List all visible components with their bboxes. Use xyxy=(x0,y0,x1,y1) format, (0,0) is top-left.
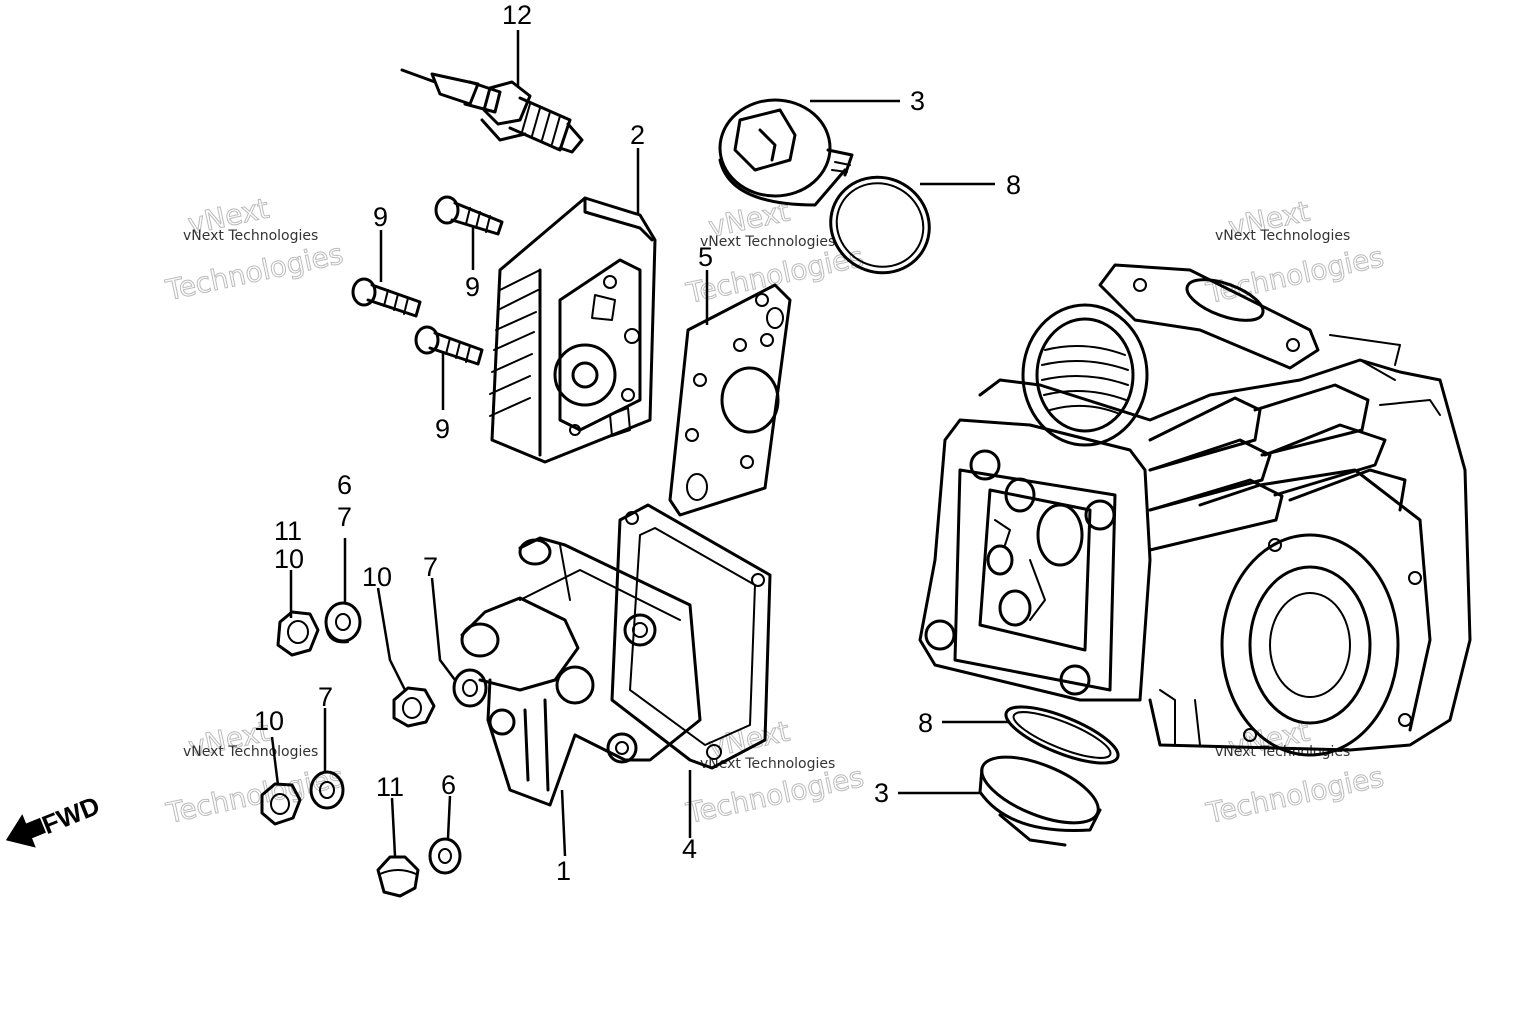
callout-12: 12 xyxy=(502,0,532,30)
bolt-middle xyxy=(351,277,422,318)
callout-11-a: 11 xyxy=(274,516,302,546)
callout-numbers: 12 2 3 8 9 9 9 5 6 7 11 10 10 7 10 7 11 … xyxy=(254,0,1021,886)
callout-3-top: 3 xyxy=(910,86,925,116)
nut-10-11-upper xyxy=(276,610,320,657)
washer-6-7-upper xyxy=(324,601,362,644)
callout-8-bottom: 8 xyxy=(918,708,933,738)
callout-10-b: 10 xyxy=(362,562,392,592)
tappet-cap-top xyxy=(718,98,854,207)
cylinder-head-gasket xyxy=(610,503,772,770)
bolt-lower xyxy=(414,325,484,366)
fwd-direction-arrow: FWD xyxy=(5,790,104,848)
watermark-text: vNext Technologies xyxy=(183,744,318,760)
callout-10-a: 10 xyxy=(274,544,304,574)
o-ring-bottom xyxy=(1004,705,1120,765)
callout-7-b: 7 xyxy=(423,552,438,582)
leader-lines xyxy=(270,30,1010,857)
watermark-left-bottom: vNext Technologies xyxy=(162,714,347,830)
watermark-text: vNext Technologies xyxy=(700,756,835,772)
o-ring-top xyxy=(829,175,931,275)
cylinder-head-assembly xyxy=(918,263,1472,757)
svg-text:Technologies: Technologies xyxy=(1203,240,1387,310)
washer-7-lower xyxy=(309,770,345,810)
watermark-right-bottom: vNext Technologies xyxy=(1202,714,1387,830)
svg-text:Technologies: Technologies xyxy=(163,760,347,830)
spark-plug xyxy=(400,68,584,154)
callout-7-a: 7 xyxy=(337,502,352,532)
nut-10-middle xyxy=(392,686,436,728)
cylinder-head-cover xyxy=(489,196,657,464)
watermark-text: vNext Technologies xyxy=(700,234,835,250)
callout-6-b: 6 xyxy=(441,770,456,800)
watermark-right-top: vNext Technologies xyxy=(1202,194,1387,310)
callout-9-a: 9 xyxy=(373,202,388,232)
callout-5: 5 xyxy=(698,242,713,272)
washer-7-middle xyxy=(452,668,488,708)
callout-3-bottom: 3 xyxy=(874,778,889,808)
callout-2: 2 xyxy=(630,120,645,150)
callout-6-a: 6 xyxy=(337,470,352,500)
callout-7-c: 7 xyxy=(318,682,333,712)
callout-11-b: 11 xyxy=(376,772,404,802)
svg-text:Technologies: Technologies xyxy=(1203,760,1387,830)
svg-text:Technologies: Technologies xyxy=(162,237,346,307)
cylinder-head xyxy=(460,536,702,807)
callout-10-c: 10 xyxy=(254,706,284,736)
tappet-cap-bottom xyxy=(978,755,1102,847)
o-ring-top-inner xyxy=(835,182,925,268)
cap-nut-11-lower xyxy=(376,855,420,898)
callout-9-b: 9 xyxy=(465,272,480,302)
fwd-label: FWD xyxy=(38,790,104,840)
head-cover-gasket xyxy=(668,283,792,517)
callout-9-c: 9 xyxy=(435,414,450,444)
washer-6-lower xyxy=(428,837,462,875)
callout-4: 4 xyxy=(682,834,697,864)
watermark-text: vNext Technologies xyxy=(1215,228,1350,244)
callout-1: 1 xyxy=(556,856,571,886)
watermark-text: vNext Technologies xyxy=(183,228,318,244)
bolt-upper xyxy=(434,195,504,236)
callout-8-top: 8 xyxy=(1006,170,1021,200)
o-ring-bottom-inner xyxy=(1012,711,1112,759)
